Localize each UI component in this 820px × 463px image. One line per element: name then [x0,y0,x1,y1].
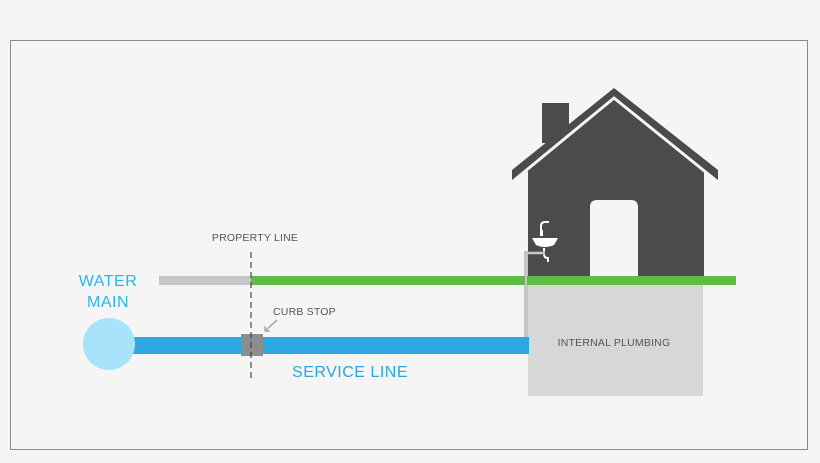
curb-stop-icon [241,334,263,356]
service-line-pipe [130,337,529,354]
public-ground-line [159,276,251,285]
door [590,200,638,278]
basement-area [528,285,703,396]
water-main-label-line2: MAIN [87,294,129,311]
water-main-label-line1: WATER [79,273,138,290]
curb-stop-arrow [264,319,278,332]
service-line-label: SERVICE LINE [292,364,408,381]
sink-icon [532,221,558,262]
internal-plumbing-label: INTERNAL PLUMBING [558,337,671,349]
property-line-label: PROPERTY LINE [212,232,298,244]
house-icon [511,88,719,278]
curb-stop-label: CURB STOP [273,306,336,318]
private-ground-line [251,276,736,285]
water-main-circle [83,318,135,370]
